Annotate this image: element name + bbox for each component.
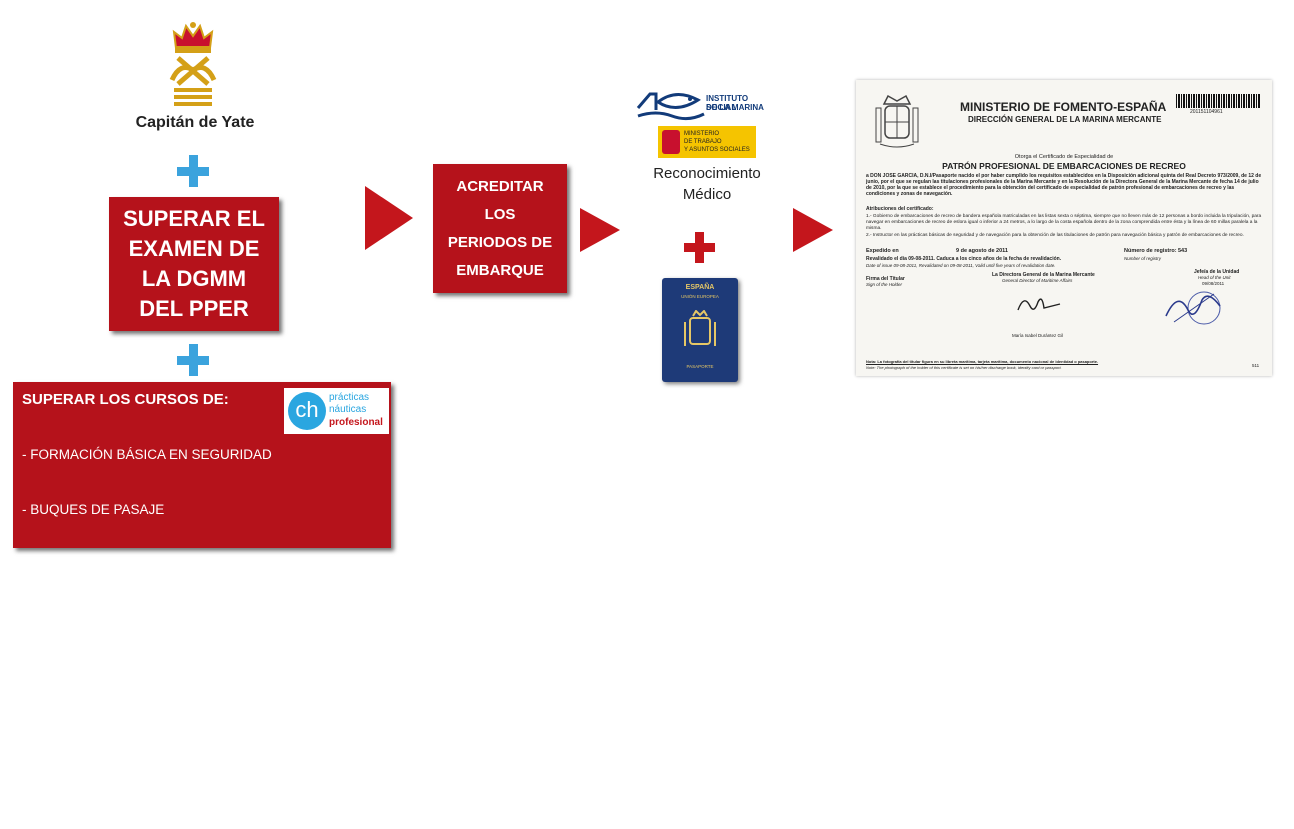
spain-coat-of-arms-icon [875,94,919,148]
cert-jefe-en: Head of the Unit [1198,275,1231,280]
plus-icon-bottom [177,344,209,376]
embarque-line-1: ACREDITAR [456,177,544,195]
passport-line-1: UNIÓN EUROPEA [681,294,719,299]
reconocimiento-line-2: Médico [682,186,732,203]
cert-registro-value: 543 [1178,248,1188,254]
course-item: - EMBARCACIONES DE SUPERVIVENCIA Y BOTES… [22,611,368,627]
exam-box: SUPERAR EL EXAMEN DE LA DGMM DEL PPER [109,197,279,331]
capitan-label: Capitán de Yate [135,114,255,131]
cert-registro-label: Número de registro: [1124,248,1177,254]
ministerio-line-3: Y ASUNTOS SOCIALES [684,147,750,153]
cert-footer-1: Nota: La fotografía del titular figura e… [866,359,1099,364]
cert-ministry: MINISTERIO DE FOMENTO-ESPAÑA [960,100,1167,114]
barcode [1176,94,1260,108]
cert-item-1: 1.- Gobierno de embarcaciones de recreo … [866,214,1262,231]
cert-firma-titular: Firma del Titular [866,276,905,282]
certificate-document: MINISTERIO DE FOMENTO-ESPAÑA DIRECCIÓN G… [856,80,1272,376]
exam-line-4: DEL PPER [139,296,249,321]
passport-country: ESPAÑA [685,284,715,291]
course-item: - OPERADOR DE RADIO RESTRINGIDO DEL GMDS… [22,775,400,791]
cert-registro-en: Number of registry [1124,256,1162,261]
cert-signatory: María Isabel Durántez Gil [1012,333,1064,338]
ship-fish-icon [636,92,705,121]
cert-expedido-label: Expedido en [866,248,899,254]
ministerio-line-2: DE TRABAJO [684,139,722,145]
embarque-line-3: PERIODOS DE [447,233,553,251]
signature-icon [1017,298,1061,311]
courses-heading: SUPERAR LOS CURSOS DE: [22,391,229,408]
ministerio-logo: MINISTERIO DE TRABAJO Y ASUNTOS SOCIALES [658,126,756,158]
spain-coat-of-arms-icon [662,130,680,154]
barcode-number: 201151104961 [1190,109,1223,115]
cert-directora-en: General Director of Maritime Affairs [1002,278,1073,283]
course-item: - FORMACIÓN SANITAIA INICIAL [22,556,228,572]
arrow-right-icon [365,186,413,250]
courses-box: SUPERAR LOS CURSOS DE: - FORMACIÓN BÁSIC… [13,382,400,790]
passport-emblem-icon [684,310,716,346]
course-item: - BUQUES DE PASAJE [22,502,165,518]
arrow-right-icon [793,208,833,252]
ch-initials: ch [295,397,319,422]
practicas-nauticas-logo: ch prácticas náuticas profesional [284,388,389,434]
plus-icon-top [177,155,209,187]
cert-paragraph: a DON JOSE GARCIA, D.N.I/Pasaporte nacid… [866,173,1262,197]
course-item: - FORMACIÓN BÁSICA EN SEGURIDAD [22,447,272,463]
ism-logo: INSTITUTO SOCIAL DE LA MARINA [636,86,766,126]
reconocimiento-label: Reconocimiento Médico [636,163,778,205]
cert-revalidado-en: Date of issue 09-08-2011, Revalidated on… [866,263,1056,268]
cert-directora: La Directora General de la Marina Mercan… [992,272,1095,278]
passport-line-2: PASAPORTE [686,364,714,369]
embarque-box: ACREDITAR LOS PERIODOS DE EMBARQUE [433,164,567,293]
cert-jefe-date: 09/08/2011 [1202,281,1225,286]
crown-anchor-icon [169,22,217,106]
ism-line-1: INSTITUTO SOCIAL [706,94,749,112]
course-item: - AVANZADO LUCHA CONTRAINCENDIOS [22,720,287,736]
cert-firma-titular-en: Sign of the Holder [866,282,903,287]
cert-jefe: Jefe/a de la Unidad [1194,269,1240,275]
plus-icon-red [684,232,716,264]
exam-line-2: EXAMEN DE [128,236,260,261]
logo-line-3: profesional [329,417,383,428]
logo-line-1: prácticas [329,392,370,403]
capitan-emblem [162,18,224,110]
cert-page-number: 511 [1252,363,1260,368]
cert-otorga: Otorga el Certificado de Especialidad de [1014,154,1114,160]
ch-logo-circle: ch [288,392,326,430]
logo-line-2: náuticas [329,404,367,415]
exam-line-3: LA DGMM [141,266,247,291]
course-item: RESCATE NO RÁPIDOS [22,665,181,681]
reconocimiento-line-1: Reconocimiento [653,165,761,182]
cert-direction: DIRECCIÓN GENERAL DE LA MARINA MERCANTE [968,115,1162,124]
cert-revalidado: Revalidado el día 09-08-2011. Caduca a l… [866,256,1062,262]
exam-line-1: SUPERAR EL [123,206,265,231]
cert-footer-2: Note: The photograph of the holder of th… [866,365,1062,370]
cert-expedido-date: 9 de agosto de 2011 [956,248,1008,254]
cert-title: PATRÓN PROFESIONAL DE EMBARCACIONES DE R… [942,161,1186,171]
cert-item-2: 2.- Instructor en las prácticas básicas … [866,233,1244,238]
ism-line-2: DE LA MARINA [706,103,764,112]
ministerio-line-1: MINISTERIO [684,131,720,137]
embarque-line-4: EMBARQUE [456,261,544,279]
signature-stamp-icon [1165,291,1221,325]
courses-list: - FORMACIÓN BÁSICA EN SEGURIDAD - BUQUES… [22,410,400,829]
cert-atribuciones: Atribuciones del certificado: [866,206,934,212]
passport-image: ESPAÑA UNIÓN EUROPEA PASAPORTE [662,278,738,382]
embarque-line-2: LOS [484,205,516,223]
arrow-right-icon [580,208,620,252]
